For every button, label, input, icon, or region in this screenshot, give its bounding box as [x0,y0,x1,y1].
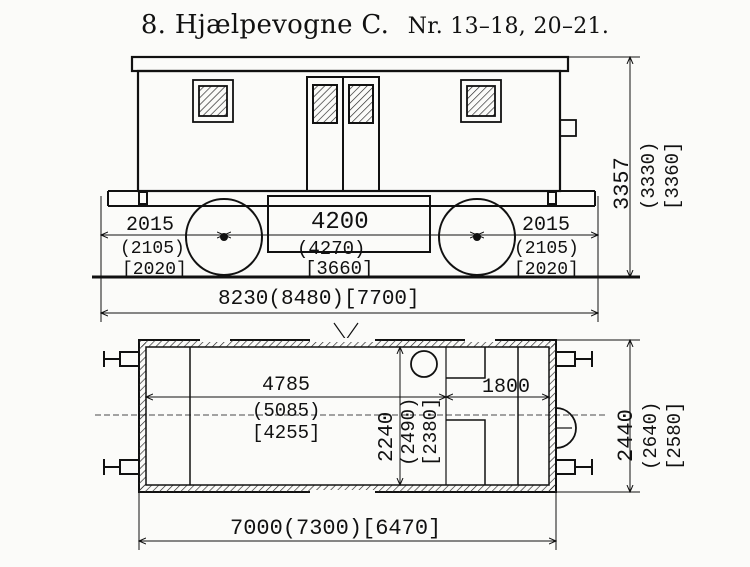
title-name: Hjælpevogne C. [174,10,390,40]
outer-width-alt2: [2580] [664,402,686,470]
drawing-title: 8. Hjælpevogne C. Nr. 13–18, 20–21. [0,10,750,40]
stove-circle [410,350,438,378]
inner-length-label: 4785 [262,374,310,397]
wheel-left [185,198,263,276]
wheelbase-alt1: (4270) [297,238,365,260]
end-lamp [559,119,577,137]
inner-width-label: 2240 [376,412,399,462]
overhang-right-label: 2015 [522,214,570,237]
roof [130,55,570,73]
buffer-right-top [555,351,593,367]
height-alt1: (3330) [638,142,660,210]
overhang-right-alt1: (2105) [514,239,579,259]
underframe [107,190,596,253]
outer-width-alt1: (2640) [640,402,662,470]
overhang-right-alt2: [2020] [514,260,579,280]
window-right [460,79,502,123]
compartment-label: 1800 [482,376,530,399]
height-label: 3357 [610,157,635,210]
body-length-label: 7000(7300)[6470] [230,516,441,541]
end-door-arc [555,407,577,449]
height-alt2: [3360] [662,142,684,210]
overhang-left-alt1: (2105) [120,239,185,259]
wheelbase-alt2: [3660] [305,258,373,280]
plan-inner-wall [145,346,550,486]
window-left [192,79,234,123]
double-door [306,76,380,192]
title-number: 8. [140,10,167,40]
overhang-left-alt2: [2020] [122,260,187,280]
inner-width-alt2: [2380] [420,398,442,466]
outer-width-label: 2440 [614,409,639,462]
overhang-left-label: 2015 [126,214,174,237]
inner-width-alt1: (2490) [398,398,420,466]
buffer-left-bottom [103,459,140,475]
side-view-labels: 2015 (2105) [2020] 4200 (4270) [3660] 20… [120,142,684,311]
buffer-left-top [103,351,140,367]
inner-length-alt1: (5085) [252,400,320,422]
buffer-right-bottom [555,459,593,475]
wheelbase-label: 4200 [311,209,369,236]
total-length-label: 8230(8480)[7700] [218,288,420,311]
title-series: Nr. 13–18, 20–21. [407,14,610,39]
plan-outer-wall [138,339,557,493]
inner-length-alt2: [4255] [252,422,320,444]
side-view [92,55,640,342]
wheel-right [438,198,516,276]
plan-view-labels: 4785 (5085) [4255] 1800 2240 (2490) [238… [230,374,686,541]
plan-view [95,338,640,550]
